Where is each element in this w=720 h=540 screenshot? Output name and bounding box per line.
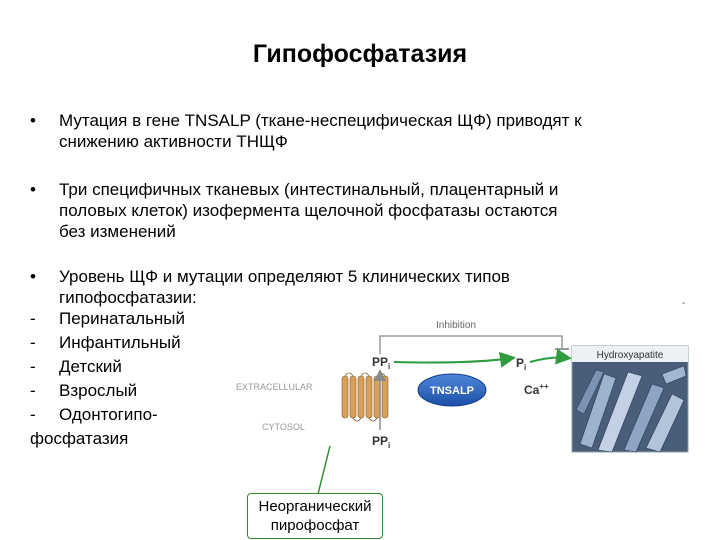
bullet-line: Уровень ЩФ и мутации определяют 5 клинич…	[59, 267, 510, 286]
inhibition-line	[379, 335, 569, 354]
bullet-dot: •	[30, 267, 36, 286]
tnsalp-enzyme	[417, 373, 487, 407]
ppi-extracellular-label: PPi	[372, 355, 390, 371]
ppi-cytosol-label: PPi	[372, 434, 390, 450]
tnsalp-diagram: Inhibition EXTRACELLULAR CYTOSOL PPi PPi…	[236, 320, 689, 453]
bullet-line: Мутация в гене TNSALP (ткане-неспецифиче…	[59, 111, 582, 130]
bullet-line: Три специфичных тканевых (интестинальный…	[59, 180, 559, 199]
callout-pyrophosphate: Неорганический пирофосфат	[247, 493, 383, 539]
type-item-odonto-tail: фосфатазия	[30, 429, 129, 448]
bullet-line: снижению активности ТНЩФ	[59, 132, 288, 151]
extracellular-label: EXTRACELLULAR	[236, 382, 313, 392]
hydroxyapatite-image	[571, 345, 689, 453]
callout-line: Неорганический	[258, 498, 372, 515]
pi-label: Pi	[516, 356, 526, 372]
bullet-dot: •	[30, 180, 36, 199]
type-item-infantile: -Инфантильный	[30, 333, 181, 352]
corner-mark: -	[682, 298, 686, 309]
callout-line: пирофосфат	[270, 517, 360, 534]
slide-title: Гипофосфатазия	[252, 40, 468, 68]
hydrolysis-arrow	[393, 351, 516, 368]
mineralization-arrow	[529, 348, 572, 365]
type-item-childhood: -Детский	[30, 357, 122, 376]
type-item-odonto: -Одонтогипо-	[30, 405, 158, 424]
calcium-label: Ca++	[524, 382, 549, 397]
bullet-line: гипофосфатазии:	[59, 288, 197, 307]
inhibition-label: Inhibition	[436, 320, 476, 331]
tnsalp-label: TNSALP	[430, 385, 474, 397]
hydroxyapatite-label: Hydroxyapatite	[597, 350, 664, 361]
type-item-perinatal: -Перинатальный	[30, 309, 186, 328]
type-item-adult: -Взрослый	[30, 381, 138, 400]
bullet-dot: •	[30, 111, 36, 130]
bullet-line: без изменений	[59, 222, 176, 241]
callout-pointer	[317, 445, 331, 495]
cytosol-label: CYTOSOL	[262, 422, 305, 432]
membrane-transporter	[341, 372, 389, 422]
bullet-line: половых клеток) изофермента щелочной фос…	[59, 201, 558, 220]
